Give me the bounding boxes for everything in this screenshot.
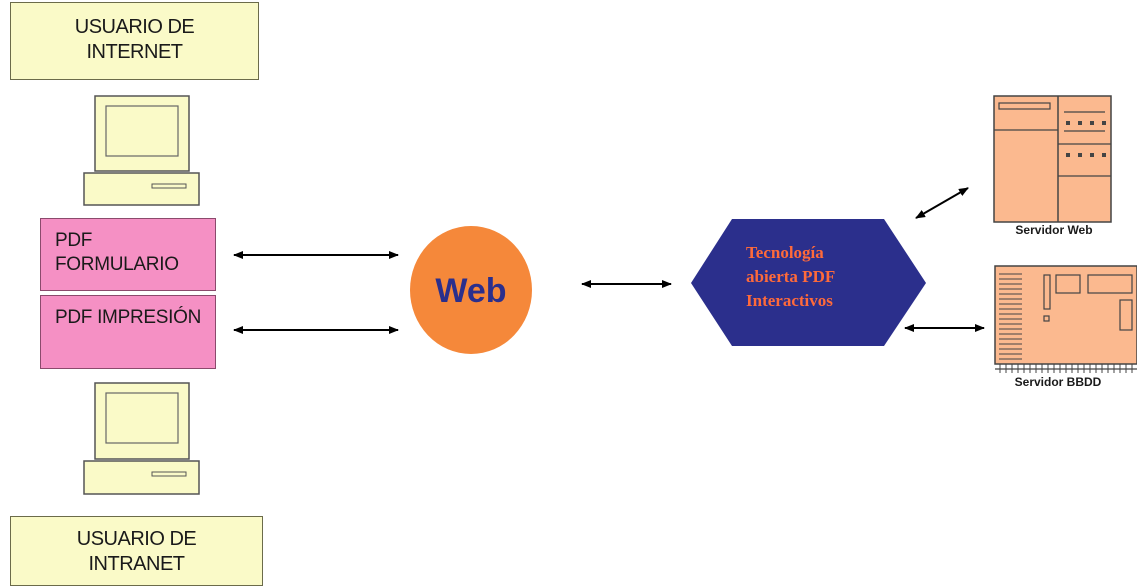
intranet-user-box: USUARIO DE INTRANET bbox=[10, 516, 263, 586]
tech-webserver-arrow bbox=[915, 187, 969, 219]
pdf-form-box: PDF FORMULARIO bbox=[40, 218, 216, 291]
web-server-icon: Servidor Web bbox=[993, 95, 1112, 237]
db-server-icon: Servidor BBDD bbox=[994, 265, 1137, 389]
technology-label-line-2: abierta PDF bbox=[746, 267, 835, 286]
technology-node: Tecnología abierta PDF Interactivos bbox=[691, 219, 926, 346]
technology-label-line-3: Interactivos bbox=[746, 291, 833, 310]
web-node: Web bbox=[410, 226, 532, 354]
internet-user-box: USUARIO DE INTERNET bbox=[10, 2, 259, 80]
intranet-user-label: USUARIO DE INTRANET bbox=[76, 528, 197, 575]
internet-user-label: USUARIO DE INTERNET bbox=[74, 16, 195, 63]
db-server-label: Servidor BBDD bbox=[1015, 375, 1102, 389]
web-server-label: Servidor Web bbox=[1015, 223, 1092, 237]
pdf-print-box: PDF IMPRESIÓN bbox=[40, 295, 216, 369]
intranet-computer-icon bbox=[83, 382, 200, 495]
web-label: Web bbox=[435, 272, 506, 310]
pdf-form-label: PDF FORMULARIO bbox=[55, 230, 179, 275]
technology-label-line-1: Tecnología bbox=[746, 243, 824, 262]
pdf-print-label: PDF IMPRESIÓN bbox=[55, 307, 202, 328]
internet-computer-icon bbox=[83, 95, 200, 206]
